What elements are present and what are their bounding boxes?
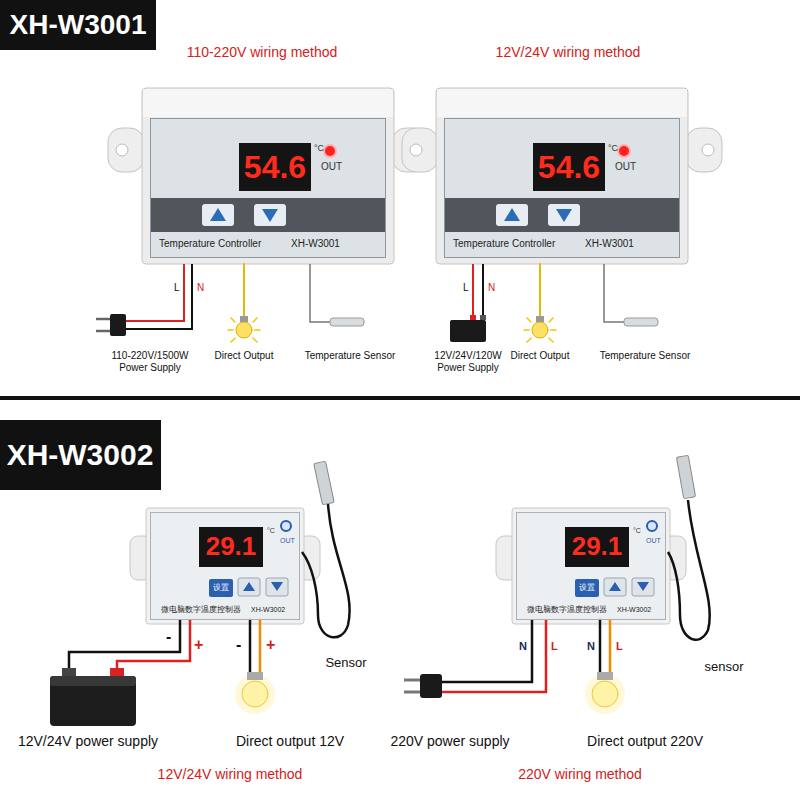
wire-label: L bbox=[616, 640, 623, 653]
controller-housing-w3001 bbox=[108, 88, 428, 264]
wire-label: N bbox=[488, 282, 495, 294]
button-label: 设置 bbox=[213, 583, 229, 592]
model-band: XH-W3001 bbox=[0, 0, 156, 50]
wire-label: L bbox=[174, 282, 180, 294]
set-button: 设置 bbox=[209, 579, 233, 597]
section-heading: 12V/24V wiring method bbox=[448, 44, 688, 60]
model-title: XH-W3002 bbox=[7, 438, 154, 473]
bulb-symbol bbox=[235, 620, 275, 714]
controller-panel: °C OUT Temperature Controller XH-W3001 54.6 bbox=[444, 118, 680, 258]
part-label: 220V power supply bbox=[330, 733, 570, 749]
part-label: 12V/24V/120W Power Supply bbox=[423, 350, 513, 373]
sensor-probe bbox=[302, 461, 350, 637]
wire-label: N bbox=[197, 282, 204, 294]
part-label: Temperature Sensor bbox=[525, 350, 765, 362]
set-button: 设置 bbox=[575, 579, 599, 597]
controller-panel: °C OUT 微电脑数字温度控制器 XH-W3002 29.1 设置 bbox=[516, 512, 666, 620]
polarity-label: + bbox=[266, 636, 275, 654]
output-indicator-label: OUT bbox=[646, 537, 661, 545]
unit-label: °C bbox=[608, 143, 618, 153]
wire-label: L bbox=[463, 282, 469, 294]
model-number: XH-W3002 bbox=[617, 606, 651, 614]
battery-wiring bbox=[50, 620, 190, 726]
led-display: 54.6 bbox=[533, 143, 605, 191]
section-heading: 12V/24V wiring method bbox=[110, 766, 350, 782]
dc-supply-wiring bbox=[450, 264, 486, 342]
part-label: Temperature Sensor bbox=[230, 350, 470, 362]
unit-label: °C bbox=[633, 527, 641, 535]
model-number: XH-W3001 bbox=[585, 238, 634, 250]
part-label: 110-220V/1500W Power Supply bbox=[102, 350, 198, 373]
output-indicator-label: OUT bbox=[321, 161, 342, 173]
controller-panel: °C OUT Temperature Controller XH-W3001 54.6 bbox=[150, 118, 386, 258]
temperature-reading: 29.1 bbox=[572, 532, 623, 562]
controller-housing-w3002 bbox=[130, 508, 320, 624]
panel-caption: 微电脑数字温度控制器 bbox=[527, 605, 607, 614]
sensor-probe bbox=[668, 455, 710, 639]
wire-label: N bbox=[519, 640, 527, 653]
part-label: Sensor bbox=[226, 656, 466, 671]
button-label: 设置 bbox=[579, 583, 595, 592]
led-display: 54.6 bbox=[239, 143, 311, 191]
mains-wiring bbox=[404, 620, 546, 698]
part-label: sensor bbox=[604, 660, 800, 675]
led-display: 29.1 bbox=[565, 527, 629, 567]
part-label: 12V/24V power supply bbox=[0, 733, 208, 749]
bulb-symbol bbox=[228, 264, 260, 342]
wire-label: N bbox=[587, 640, 595, 653]
output-indicator-label: OUT bbox=[280, 537, 295, 545]
bulb-symbol bbox=[524, 264, 556, 342]
unit-label: °C bbox=[267, 527, 275, 535]
sensor-probe bbox=[310, 264, 364, 326]
controller-panel: °C OUT 微电脑数字温度控制器 XH-W3002 29.1 设置 bbox=[150, 512, 300, 620]
controller-housing-w3002 bbox=[496, 508, 686, 624]
temperature-reading: 54.6 bbox=[538, 149, 600, 186]
unit-label: °C bbox=[314, 143, 324, 153]
output-indicator-label: OUT bbox=[615, 161, 636, 173]
sensor-probe bbox=[604, 264, 658, 326]
section-heading: 220V wiring method bbox=[460, 766, 700, 782]
bulb-symbol bbox=[585, 620, 625, 714]
polarity-label: - bbox=[166, 628, 171, 646]
wire-label: L bbox=[551, 640, 558, 653]
model-band: XH-W3002 bbox=[0, 420, 161, 490]
panel-caption: Temperature Controller bbox=[159, 238, 261, 250]
polarity-label: - bbox=[236, 636, 241, 654]
temperature-reading: 54.6 bbox=[244, 149, 306, 186]
part-label: Direct output 220V bbox=[525, 733, 765, 749]
panel-caption: 微电脑数字温度控制器 bbox=[161, 605, 241, 614]
section-divider bbox=[0, 396, 800, 400]
controller-housing-w3001 bbox=[402, 88, 722, 264]
model-title: XH-W3001 bbox=[10, 9, 147, 41]
polarity-label: + bbox=[194, 636, 203, 654]
temperature-reading: 29.1 bbox=[206, 532, 257, 562]
part-label: Direct output 12V bbox=[170, 733, 410, 749]
model-number: XH-W3001 bbox=[291, 238, 340, 250]
section-heading: 110-220V wiring method bbox=[142, 44, 382, 60]
model-number: XH-W3002 bbox=[251, 606, 285, 614]
led-display: 29.1 bbox=[199, 527, 263, 567]
panel-caption: Temperature Controller bbox=[453, 238, 555, 250]
mains-wiring bbox=[96, 264, 192, 336]
